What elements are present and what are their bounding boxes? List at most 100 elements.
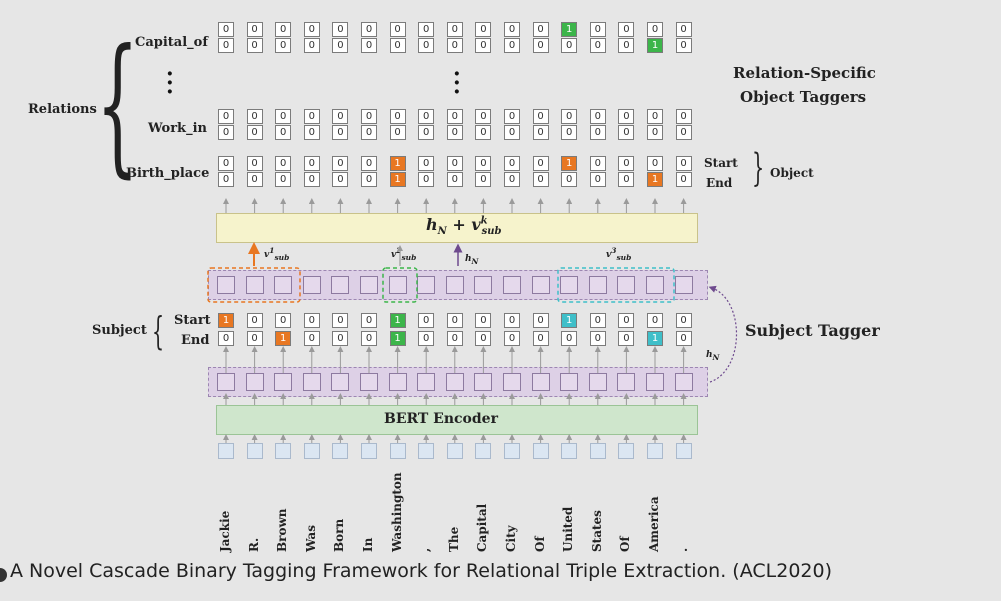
subject-start-cell: 0 [475,313,492,328]
relation-start-cell: 0 [389,22,406,37]
token-input-box [418,443,435,459]
subject-end-label: End [181,333,210,348]
relation-start-cell: 0 [332,156,349,171]
embedding-box [588,276,607,294]
fusion-bar [216,213,698,243]
embedding-box [617,373,636,391]
relation-start-cell: 0 [303,109,320,124]
subject-span-box-3 [557,267,675,303]
token-input-box [303,443,320,459]
embedding-box [217,276,235,294]
subject-end-cell: 0 [246,331,263,346]
bert-encoder-label: BERT Encoder [384,411,498,427]
subject-start-cell: 0 [618,313,635,328]
relation-start-cell: 0 [218,22,234,37]
relation-start-cell: 0 [675,156,692,171]
relation-start-cell: 0 [246,22,263,37]
relation-start-cell: 0 [418,109,435,124]
relation-end-cell: 0 [475,172,492,187]
subject-start-cell: 0 [504,313,520,328]
embedding-box [531,373,550,391]
embedding-box [331,276,350,294]
token-input-box [589,443,606,459]
token-input-box [475,443,492,459]
token-input-box [675,443,692,459]
subject-end-cell: 0 [475,331,492,346]
subject-end-cell: 1 [389,331,406,346]
embedding-box [245,276,264,294]
token-input-box [504,443,520,459]
token-input-box [332,443,349,459]
relation-start-cell: 1 [561,22,578,37]
relation-end-cell: 0 [446,172,463,187]
embedding-box [417,373,436,391]
relation-end-cell: 0 [246,172,263,187]
relation-end-cell: 0 [446,125,463,140]
relation-start-cell: 0 [246,156,263,171]
relation-start-cell: 0 [303,156,320,171]
token-input-box [389,443,406,459]
relation-start-cell: 0 [647,22,663,37]
subject-start-cell: 0 [446,313,463,328]
relation-start-cell: 0 [647,109,663,124]
subject-start-cell: 1 [561,313,578,328]
relation-ellipsis-right: ··· [453,61,461,105]
token-input-box [618,443,635,459]
relation-start-cell: 0 [218,109,234,124]
embedding-box [503,276,521,294]
subject-end-cell: 0 [589,331,606,346]
relation-start-cell: 0 [446,109,463,124]
relation-end-cell: 0 [332,125,349,140]
h-n-label-middle: hN [465,254,479,266]
relation-end-cell: 0 [218,125,234,140]
embedding-box [503,373,521,391]
subject-start-cell: 0 [246,313,263,328]
subject-brace: { [152,309,165,353]
subject-tagger-title: Subject Tagger [745,321,880,340]
relation-end-cell: 0 [332,38,349,53]
h-n-curve-arrow [708,285,738,383]
subject-end-cell: 0 [561,331,578,346]
relation-end-cell: 0 [589,38,606,53]
relation-start-cell: 1 [389,156,406,171]
embedding-box [302,373,321,391]
subject-start-cell: 0 [332,313,349,328]
v-sub-3-label: v3sub [606,246,632,262]
relation-end-cell: 0 [561,38,578,53]
relation-start-cell: 0 [504,109,520,124]
embedding-box [274,276,293,294]
relation-end-cell: 0 [532,38,549,53]
relation-start-cell: 0 [361,22,377,37]
relation-end-cell: 0 [504,172,520,187]
relation-end-cell: 0 [361,172,377,187]
subject-start-cell: 0 [675,313,692,328]
relation-end-cell: 0 [589,172,606,187]
subject-end-cell: 0 [418,331,435,346]
relation-end-cell: 0 [561,125,578,140]
relation-start-cell: 0 [561,109,578,124]
subject-start-cell: 0 [589,313,606,328]
relation-end-cell: 0 [332,172,349,187]
relation-start-cell: 0 [618,22,635,37]
embedding-box [474,373,493,391]
embedding-box [531,276,550,294]
relation-end-cell: 0 [418,172,435,187]
relation-start-cell: 0 [504,22,520,37]
subject-start-cell: 1 [218,313,234,328]
subject-end-cell: 0 [618,331,635,346]
embedding-box [245,373,264,391]
relation-end-cell: 0 [589,125,606,140]
token-input-box [361,443,377,459]
subject-start-cell: 0 [361,313,377,328]
embedding-box [646,276,664,294]
relation-start-cell: 0 [218,156,234,171]
relation-end-cell: 1 [647,38,663,53]
embedding-box [617,276,636,294]
object-taggers-title-line2: Object Taggers [740,88,867,106]
token-input-box [647,443,663,459]
relation-start-cell: 0 [275,156,292,171]
embedding-box [417,276,436,294]
embedding-box [302,276,321,294]
